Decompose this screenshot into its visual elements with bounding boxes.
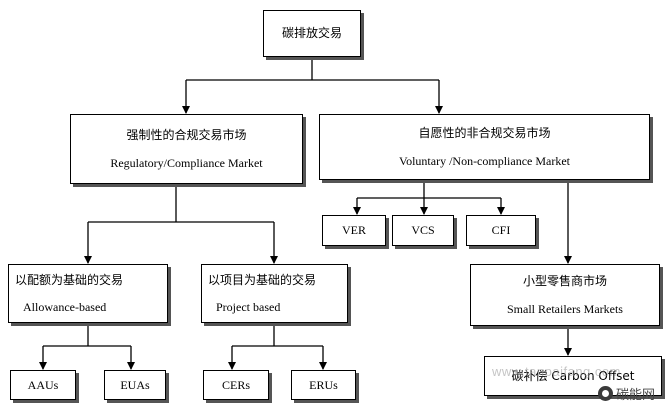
euas-label: EUAs bbox=[120, 377, 150, 392]
carbon-offset-label: 碳补偿 Carbon Offset bbox=[511, 368, 635, 383]
cers-label: CERs bbox=[221, 377, 250, 392]
brand-name: 碳能网 bbox=[616, 388, 656, 403]
root-node: 碳排放交易 bbox=[263, 10, 361, 57]
small-retailers-en: Small Retailers Markets bbox=[507, 301, 623, 316]
cers-node: CERs bbox=[203, 370, 269, 400]
small-retailers-cn: 小型零售商市场 bbox=[522, 274, 607, 289]
project-based-node: 以项目为基础的交易 Project based bbox=[201, 264, 348, 323]
project-based-cn: 以项目为基础的交易 bbox=[208, 272, 317, 287]
cfi-label: CFI bbox=[491, 223, 511, 238]
watermark-text: www.tanpaifang.com bbox=[492, 364, 621, 379]
allowance-based-node: 以配额为基础的交易 Allowance-based bbox=[8, 264, 168, 323]
regulatory-market-node: 强制性的合规交易市场 Regulatory/Compliance Market bbox=[70, 114, 303, 184]
ver-node: VER bbox=[322, 215, 386, 246]
allowance-based-en: Allowance-based bbox=[23, 300, 107, 314]
voluntary-market-cn: 自愿性的非合规交易市场 bbox=[418, 126, 551, 141]
vcs-label: VCS bbox=[411, 223, 435, 238]
erus-node: ERUs bbox=[291, 370, 356, 400]
allowance-based-cn: 以配额为基础的交易 bbox=[15, 272, 124, 287]
project-based-en: Project based bbox=[216, 300, 281, 314]
voluntary-market-node: 自愿性的非合规交易市场 Voluntary /Non-compliance Ma… bbox=[319, 114, 650, 180]
circle-logo-icon bbox=[598, 386, 613, 401]
aaus-node: AAUs bbox=[10, 370, 76, 400]
cfi-node: CFI bbox=[466, 215, 536, 246]
brand-badge: 碳能网 bbox=[598, 384, 655, 403]
regulatory-market-cn: 强制性的合规交易市场 bbox=[126, 128, 247, 143]
voluntary-market-en: Voluntary /Non-compliance Market bbox=[398, 153, 571, 168]
vcs-node: VCS bbox=[392, 215, 454, 246]
regulatory-market-en: Regulatory/Compliance Market bbox=[110, 155, 263, 170]
carbon-offset-node: 碳补偿 Carbon Offset bbox=[484, 356, 662, 396]
ver-label: VER bbox=[342, 223, 366, 238]
euas-node: EUAs bbox=[104, 370, 166, 400]
erus-label: ERUs bbox=[309, 377, 338, 392]
root-label: 碳排放交易 bbox=[281, 26, 342, 41]
small-retailers-node: 小型零售商市场 Small Retailers Markets bbox=[470, 264, 660, 326]
aaus-label: AAUs bbox=[27, 377, 59, 392]
